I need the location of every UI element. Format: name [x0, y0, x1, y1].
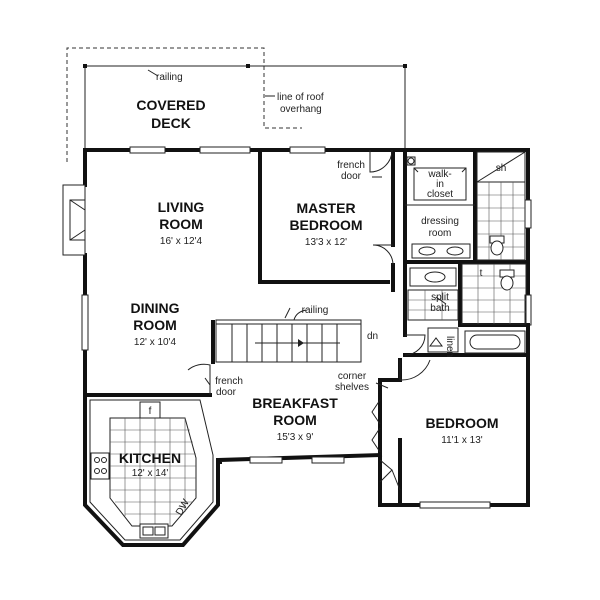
covered-deck-outline [66, 47, 407, 162]
walk-in-label-3: closet [427, 189, 453, 200]
french-door-low-label-1: french [215, 376, 243, 387]
master-bedroom-label-1: MASTER [296, 200, 355, 216]
bedroom-label: BEDROOM [425, 415, 498, 431]
french-door-top-label-1: french [337, 160, 365, 171]
dining-room-label-2: ROOM [133, 317, 177, 333]
leader-lines [147, 69, 447, 389]
breakfast-room-dims: 15'3 x 9' [277, 432, 314, 443]
roof-overhang-label-2: overhang [280, 104, 322, 115]
master-bedroom-dims: 13'3 x 12' [305, 237, 347, 248]
linen-label: linen [444, 336, 455, 357]
living-room-label-2: ROOM [159, 216, 203, 232]
kitchen-dims: 12' x 14' [132, 468, 169, 479]
dining-room-dims: 12' x 10'4 [134, 337, 177, 348]
shower-label: sh [496, 163, 507, 174]
breakfast-room-label-2: ROOM [273, 412, 317, 428]
dressing-room-label-2: room [429, 228, 452, 239]
corner-shelves-label-2: shelves [335, 382, 369, 393]
doors [187, 149, 431, 491]
roof-overhang-label-1: line of roof [277, 92, 324, 103]
dining-room-label-1: DINING [131, 300, 180, 316]
living-room-dims: 16' x 12'4 [160, 236, 203, 247]
annotation-labels: railing line of roof overhang french doo… [149, 72, 507, 518]
kitchen-fixtures [89, 399, 214, 541]
dressing-room-label-1: dressing [421, 216, 459, 227]
windows [81, 146, 532, 509]
master-bedroom-label-2: BEDROOM [289, 217, 362, 233]
walk-in-label-2: in [436, 179, 444, 190]
breakfast-room-label-1: BREAKFAST [252, 395, 338, 411]
split-bath-label-1: split [431, 292, 449, 303]
corner-shelves-label-1: corner [338, 371, 367, 382]
fridge-label: f [149, 406, 152, 417]
stair-down-label: dn [367, 331, 378, 342]
toilet-t-label: t [480, 268, 483, 279]
covered-deck-label-1: COVERED [136, 97, 205, 113]
split-bath [407, 263, 527, 354]
split-bath-label-2: bath [430, 303, 449, 314]
french-door-top-label-2: door [341, 171, 362, 182]
master-bath [476, 151, 526, 261]
bedroom-dims: 11'1 x 13' [441, 435, 483, 446]
french-door-low-label-2: door [216, 387, 237, 398]
walk-in-closet [413, 167, 467, 201]
fireplace [62, 184, 86, 256]
room-labels: COVERED DECK LIVING ROOM 16' x 12'4 MAST… [119, 97, 499, 479]
living-room-label-1: LIVING [158, 199, 205, 215]
dressing-room [405, 156, 475, 259]
staircase [215, 309, 362, 363]
covered-deck-label-2: DECK [151, 115, 191, 131]
railing-top-label: railing [156, 72, 183, 83]
walk-in-label-1: walk- [427, 169, 451, 180]
railing-stair-label: railing [302, 305, 329, 316]
kitchen-label: KITCHEN [119, 450, 181, 466]
